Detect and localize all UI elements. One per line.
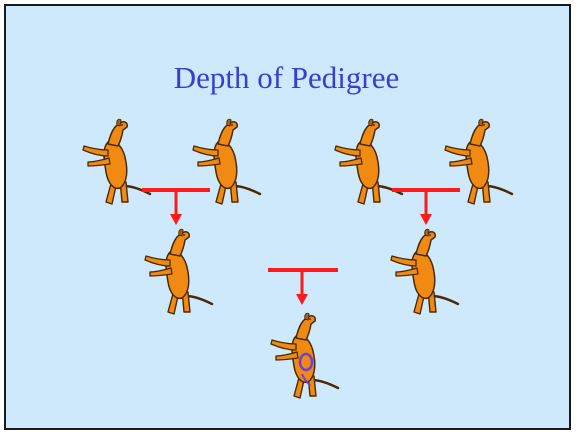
- page-title: Depth of Pedigree: [6, 58, 573, 98]
- grandparent-dog-1: [81, 117, 152, 206]
- grandparent-dog-3: [333, 117, 404, 206]
- offspring-dog: [269, 311, 340, 400]
- title-text: Depth of Pedigree: [173, 60, 400, 95]
- mating-connector-right: [392, 188, 460, 225]
- slide-panel: Depth of Pedigree: [4, 4, 571, 430]
- mating-connector-center: [268, 268, 338, 305]
- parent-dog-2: [389, 227, 460, 316]
- highlight-marker-icon: [298, 352, 314, 387]
- mating-connector-left: [142, 188, 210, 225]
- parent-dog-1: [143, 227, 214, 316]
- pedigree-diagram: [81, 117, 514, 400]
